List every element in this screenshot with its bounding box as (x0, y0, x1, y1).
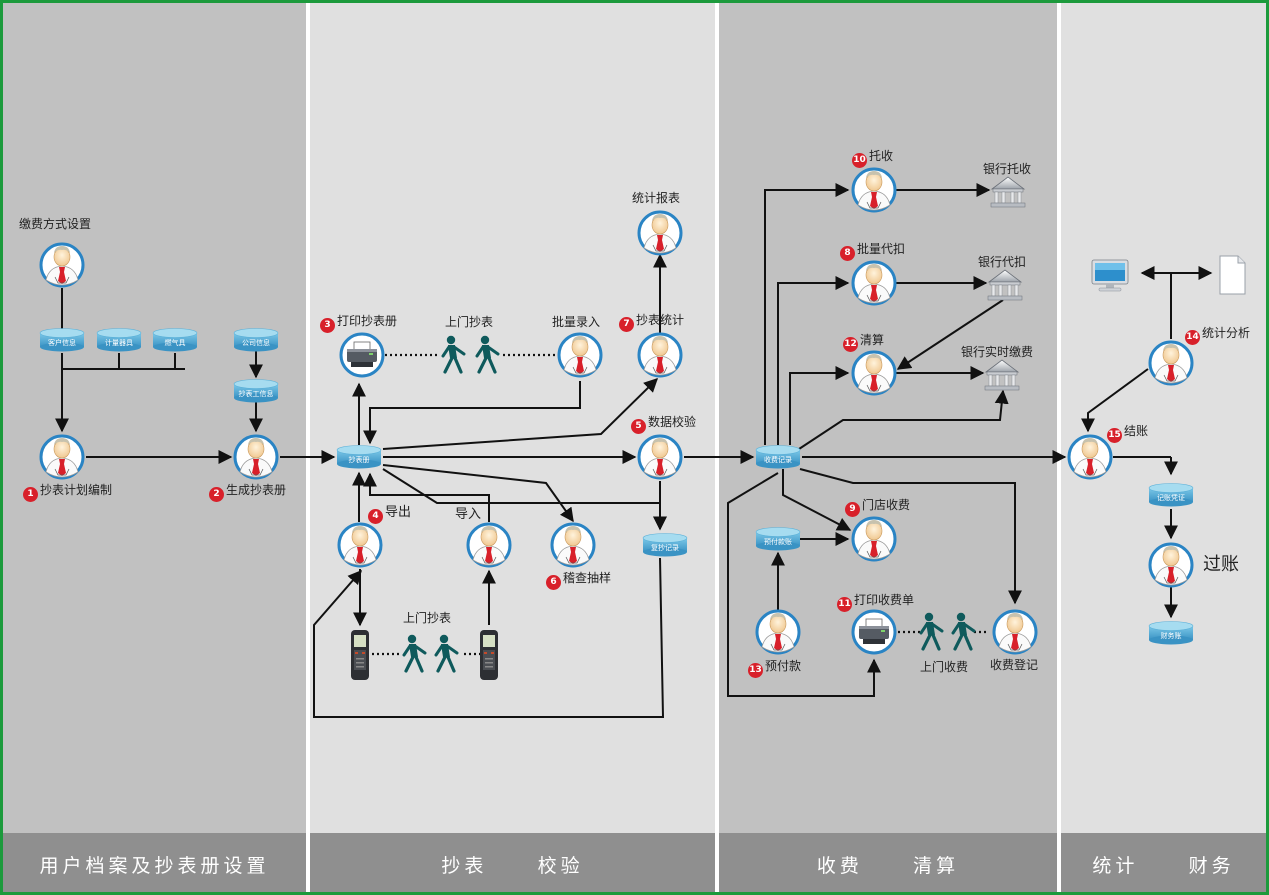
person-icon (992, 609, 1038, 655)
db-customer: 客户信息 (39, 328, 85, 352)
person-icon (466, 522, 512, 568)
svg-text:客户信息: 客户信息 (48, 338, 76, 347)
lane-title-1: 用户档案及抄表册设置 (3, 833, 306, 892)
svg-text:复抄记录: 复抄记录 (651, 543, 679, 552)
person-icon (851, 260, 897, 306)
db-charge-record: 收费记录 (755, 445, 801, 469)
lane-bg-1 (3, 3, 306, 833)
person-icon (1148, 340, 1194, 386)
lane-bg-2 (310, 3, 715, 833)
svg-text:财务账: 财务账 (1161, 631, 1182, 640)
printer-icon (339, 332, 385, 378)
svg-text:抄表工信息: 抄表工信息 (239, 389, 274, 398)
svg-text:燃气具: 燃气具 (165, 338, 186, 347)
db-finance: 财务账 (1148, 621, 1194, 645)
lane-title-4: 统计 财务 (1061, 833, 1266, 892)
person-icon (39, 434, 85, 480)
db-meter: 计量器具 (96, 328, 142, 352)
label-door-collect: 上门收费 (920, 660, 969, 674)
person-icon (637, 434, 683, 480)
label-report: 统计报表 (632, 191, 681, 205)
label-bank-collect: 银行托收 (983, 162, 1032, 176)
db-recheck: 复抄记录 (642, 533, 688, 557)
label-door-read-bottom: 上门抄表 (403, 611, 452, 625)
db-voucher: 记账凭证 (1148, 483, 1194, 507)
person-icon (851, 167, 897, 213)
person-icon (1148, 542, 1194, 588)
svg-text:预付款账: 预付款账 (764, 537, 792, 546)
db-company: 公司信息 (233, 328, 279, 352)
handheld-terminal-icon (351, 630, 369, 680)
label-batch-entry: 批量录入 (552, 315, 601, 329)
lane-bg-3 (719, 3, 1057, 833)
label-posting: 过账 (1203, 554, 1239, 575)
svg-text:收费记录: 收费记录 (764, 455, 792, 464)
label-payment-setup: 缴费方式设置 (19, 217, 92, 231)
db-prepay: 预付款账 (755, 527, 801, 551)
person-icon (550, 522, 596, 568)
label-bank-realtime: 银行实时缴费 (961, 345, 1034, 359)
person-icon (1067, 434, 1113, 480)
printer-icon (851, 609, 897, 655)
person-icon (233, 434, 279, 480)
db-reading-book: 抄表册 (336, 445, 382, 469)
label-bank-debit: 银行代扣 (978, 255, 1027, 269)
person-icon (637, 332, 683, 378)
svg-text:计量器具: 计量器具 (105, 338, 133, 347)
person-icon (851, 516, 897, 562)
person-icon (755, 609, 801, 655)
person-icon (557, 332, 603, 378)
lane-bg-4 (1061, 3, 1266, 833)
person-icon (851, 350, 897, 396)
person-icon (337, 522, 383, 568)
svg-text:抄表册: 抄表册 (349, 455, 370, 464)
label-door-read-top: 上门抄表 (445, 315, 494, 329)
label-charge-register: 收费登记 (990, 658, 1039, 672)
label-import: 导入 (455, 507, 482, 522)
diagram-canvas: 客户信息 计量器具 燃气具 公司信息 抄表工信息 抄表册 复抄记录 收费记录 预… (3, 3, 1266, 892)
handheld-terminal-icon (480, 630, 498, 680)
person-icon (637, 210, 683, 256)
lane-title-3: 收费 清算 (719, 833, 1057, 892)
db-gas-meter: 燃气具 (152, 328, 198, 352)
svg-text:记账凭证: 记账凭证 (1157, 493, 1185, 502)
lane-title-2: 抄表 校验 (310, 833, 715, 892)
db-reader: 抄表工信息 (233, 379, 279, 403)
person-icon (39, 242, 85, 288)
document-icon (1219, 255, 1246, 295)
svg-text:公司信息: 公司信息 (242, 338, 270, 347)
